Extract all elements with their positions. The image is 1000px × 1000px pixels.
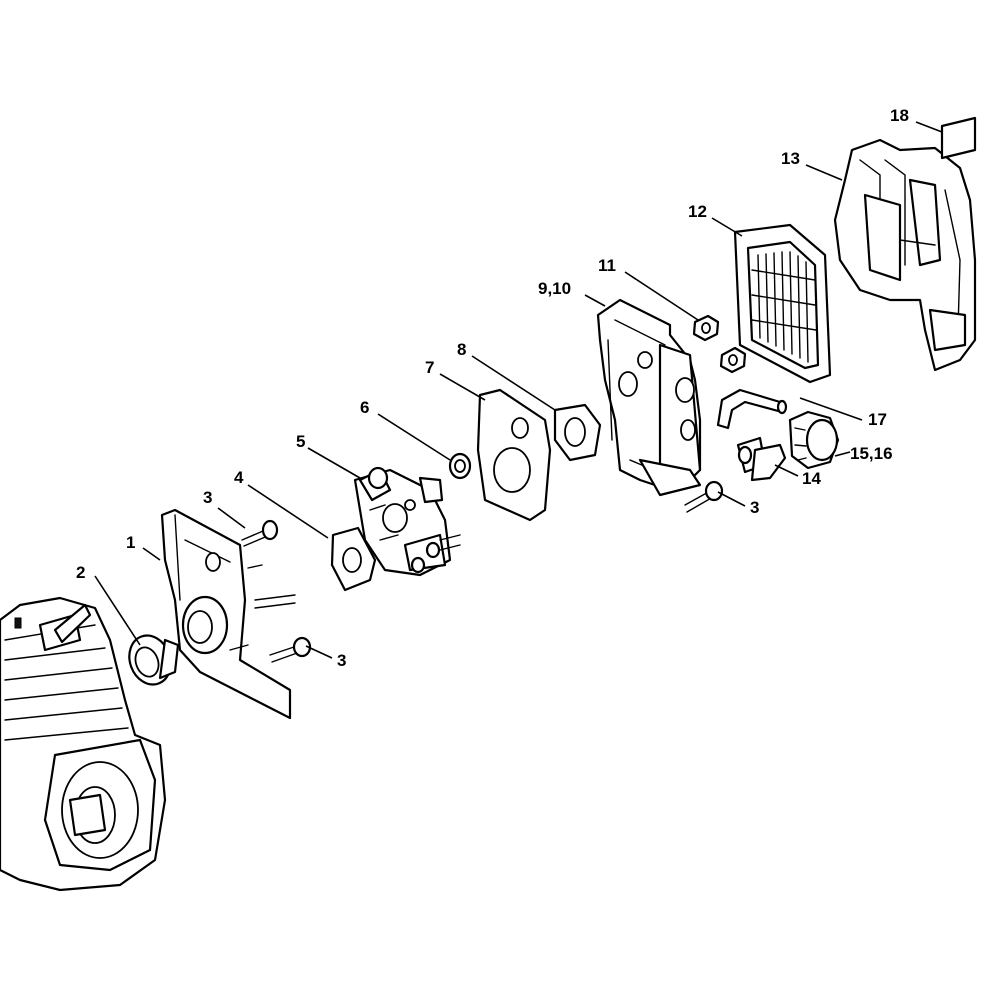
callout-5: 5 xyxy=(296,432,305,451)
engine-cylinder xyxy=(0,596,167,892)
part-7-gasket-plate xyxy=(476,388,552,522)
callout-15-16: 15,16 xyxy=(850,444,893,463)
callout-3-top: 3 xyxy=(203,488,212,507)
callout-9-10: 9,10 xyxy=(538,279,571,298)
part-15-16-primer-bulb xyxy=(788,410,840,470)
part-17-fuel-hose xyxy=(716,388,788,430)
callout-13: 13 xyxy=(781,149,800,168)
part-8-gasket xyxy=(553,403,602,462)
part-2-clamp xyxy=(128,634,180,686)
callout-17: 17 xyxy=(868,410,887,429)
callout-labels: 1 2 3 4 5 6 7 8 9,10 11 12 13 18 17 15,1… xyxy=(76,106,909,670)
callout-4: 4 xyxy=(234,468,244,487)
part-14-choke-lever xyxy=(736,436,787,482)
callout-2: 2 xyxy=(76,563,85,582)
part-3-screw-top xyxy=(241,519,279,547)
part-5-carburetor xyxy=(353,466,461,577)
part-3-screw-right xyxy=(684,480,724,513)
part-13-filter-cover xyxy=(833,138,977,372)
part-6-bushing xyxy=(448,452,472,480)
part-12-air-filter xyxy=(733,223,832,384)
callout-3-bottom: 3 xyxy=(337,651,346,670)
callout-18: 18 xyxy=(890,106,909,125)
part-9-10-air-filter-base xyxy=(596,298,702,497)
part-3-screw-bottom xyxy=(269,636,312,663)
callout-14: 14 xyxy=(802,469,821,488)
callout-7: 7 xyxy=(425,358,434,377)
callout-11: 11 xyxy=(598,256,616,275)
leader-lines xyxy=(94,121,943,659)
callout-12: 12 xyxy=(688,202,707,221)
part-1-manifold-plate xyxy=(160,508,296,720)
callout-3-right: 3 xyxy=(750,498,759,517)
callout-1: 1 xyxy=(126,533,135,552)
part-18-label xyxy=(940,116,977,160)
callout-8: 8 xyxy=(457,340,466,359)
part-11-nut xyxy=(692,314,720,342)
part-4-gasket xyxy=(330,526,377,592)
part-11-nut-second xyxy=(719,346,747,374)
callout-6: 6 xyxy=(360,398,369,417)
